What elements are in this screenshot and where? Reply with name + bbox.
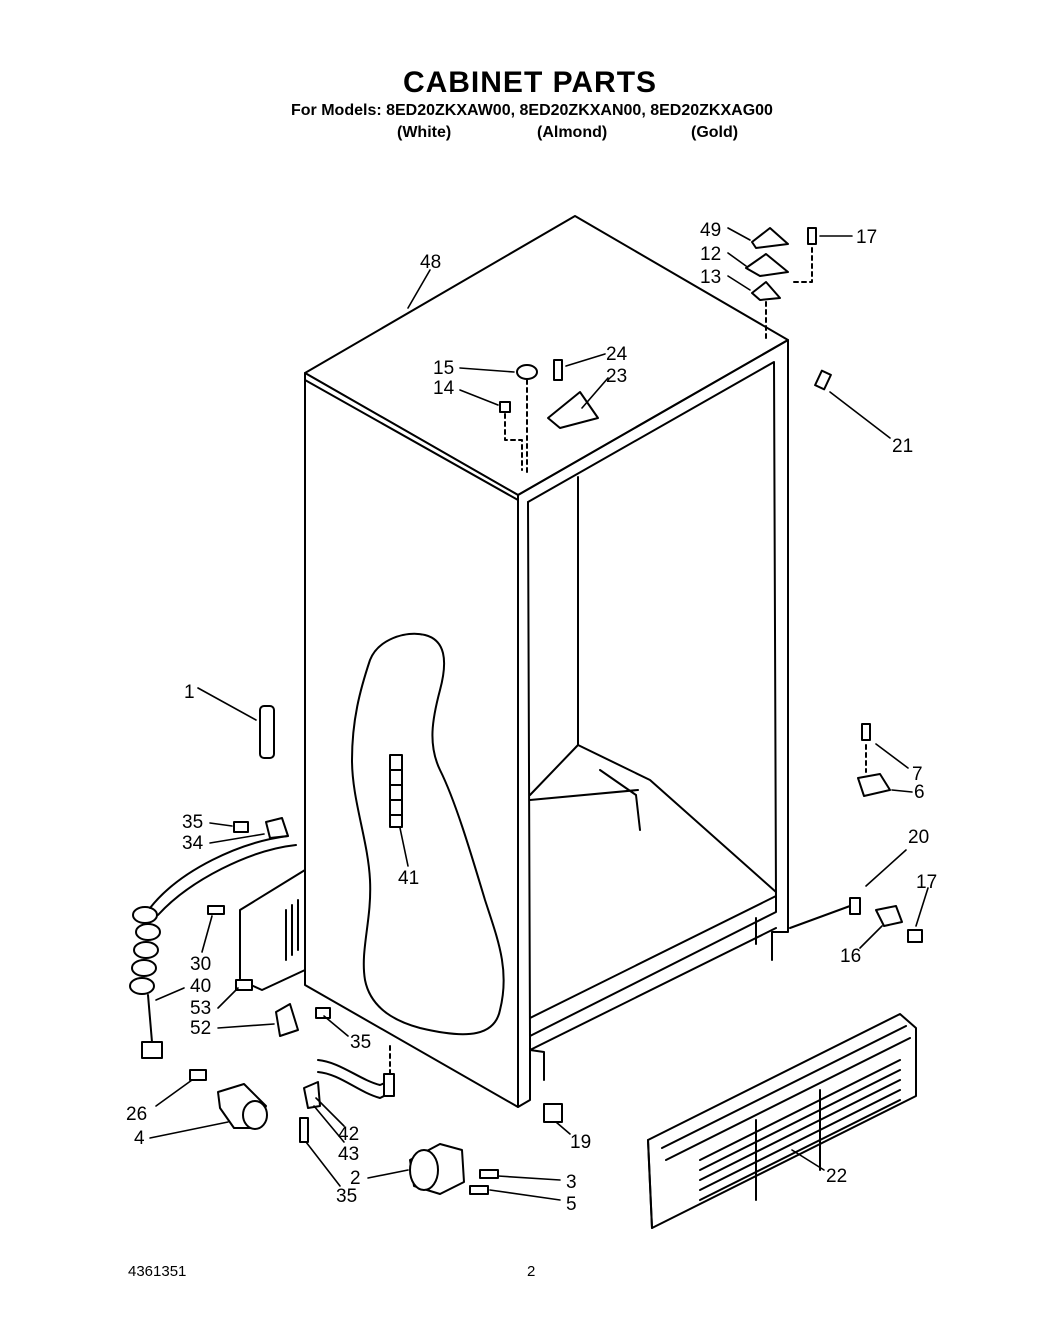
base-grille-part-22 — [647, 1013, 917, 1229]
callout-16: 16 — [840, 946, 861, 967]
callout-42: 42 — [338, 1124, 359, 1145]
callout-43: 43 — [338, 1144, 359, 1165]
page-number: 2 — [527, 1263, 536, 1280]
callout-17-top: 17 — [856, 227, 877, 248]
callout-12: 12 — [700, 244, 721, 265]
callout-14: 14 — [433, 378, 455, 399]
callout-35-bottom: 35 — [336, 1186, 357, 1207]
callout-3: 3 — [566, 1172, 577, 1193]
callout-20: 20 — [908, 827, 929, 848]
callout-35-left: 35 — [182, 812, 203, 833]
finish-gold: (Gold) — [691, 124, 739, 141]
callout-13: 13 — [700, 267, 721, 288]
right-side-parts — [789, 723, 923, 943]
callout-leaders — [149, 227, 929, 1201]
callout-5: 5 — [566, 1194, 577, 1215]
callout-numbers: 48 49 12 13 17 15 14 24 23 21 1 7 6 35 3… — [126, 220, 937, 1215]
callout-1: 1 — [184, 682, 195, 703]
callout-17-right: 17 — [916, 872, 937, 893]
callout-35-mid: 35 — [350, 1032, 371, 1053]
finish-white: (White) — [397, 124, 452, 141]
callout-53: 53 — [190, 998, 211, 1019]
callout-22: 22 — [826, 1166, 847, 1187]
page-title: CABINET PARTS — [402, 66, 658, 99]
models-line: For Models: 8ED20ZKXAW00, 8ED20ZKXAN00, … — [291, 102, 773, 119]
callout-15: 15 — [433, 358, 454, 379]
callout-49: 49 — [700, 220, 721, 241]
callout-34: 34 — [182, 833, 204, 854]
cabinet-cutaway — [351, 632, 505, 1036]
left-side-parts — [129, 705, 563, 1195]
callout-4: 4 — [134, 1128, 145, 1149]
callout-30: 30 — [190, 954, 211, 975]
callout-6: 6 — [914, 782, 925, 803]
callout-21: 21 — [892, 436, 913, 457]
callout-40: 40 — [190, 976, 211, 997]
callout-26: 26 — [126, 1104, 147, 1125]
document-number: 4361351 — [128, 1263, 187, 1280]
callout-19: 19 — [570, 1132, 591, 1153]
callout-2: 2 — [350, 1168, 361, 1189]
drain-tube-part-41 — [389, 754, 403, 828]
callout-7: 7 — [912, 764, 923, 785]
callout-23: 23 — [606, 366, 627, 387]
callout-41: 41 — [398, 868, 419, 889]
callout-24: 24 — [606, 344, 628, 365]
top-hinge-assembly — [745, 227, 817, 339]
callout-48: 48 — [420, 252, 441, 273]
top-plugs-and-hinge — [499, 359, 832, 476]
callout-52: 52 — [190, 1018, 211, 1039]
finish-almond: (Almond) — [537, 124, 608, 141]
